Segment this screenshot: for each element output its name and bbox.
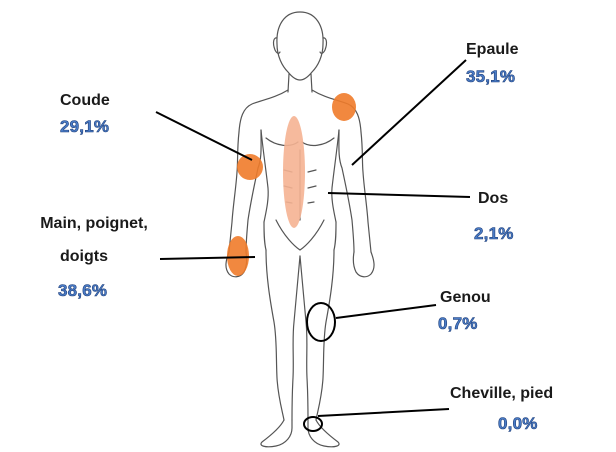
epaule-leader xyxy=(352,60,466,165)
hand-highlight xyxy=(227,236,249,276)
shoulder-highlight xyxy=(332,93,356,121)
cheville-percent: 0,0% xyxy=(498,414,538,434)
coude-leader xyxy=(156,112,252,160)
cheville-leader xyxy=(318,409,449,416)
epaule-label: Epaule xyxy=(466,40,518,59)
main-label-line1: Main, poignet, xyxy=(14,214,174,233)
genou-leader xyxy=(336,305,436,318)
genou-label: Genou xyxy=(440,288,491,307)
dos-label: Dos xyxy=(478,189,508,208)
dos-percent: 2,1% xyxy=(474,224,514,244)
coude-label: Coude xyxy=(60,91,110,110)
spine-highlight xyxy=(283,116,305,228)
coude-percent: 29,1% xyxy=(60,117,109,137)
pain-highlights xyxy=(227,93,356,276)
dos-leader xyxy=(328,193,470,197)
main-label-line2: doigts xyxy=(14,247,154,266)
head-outline xyxy=(277,12,323,80)
ankle-circle xyxy=(304,417,322,431)
knee-circle xyxy=(307,303,335,341)
genou-percent: 0,7% xyxy=(438,314,478,334)
epaule-percent: 35,1% xyxy=(466,67,515,87)
cheville-label: Cheville, pied xyxy=(450,384,553,403)
main-percent: 38,6% xyxy=(58,281,107,301)
